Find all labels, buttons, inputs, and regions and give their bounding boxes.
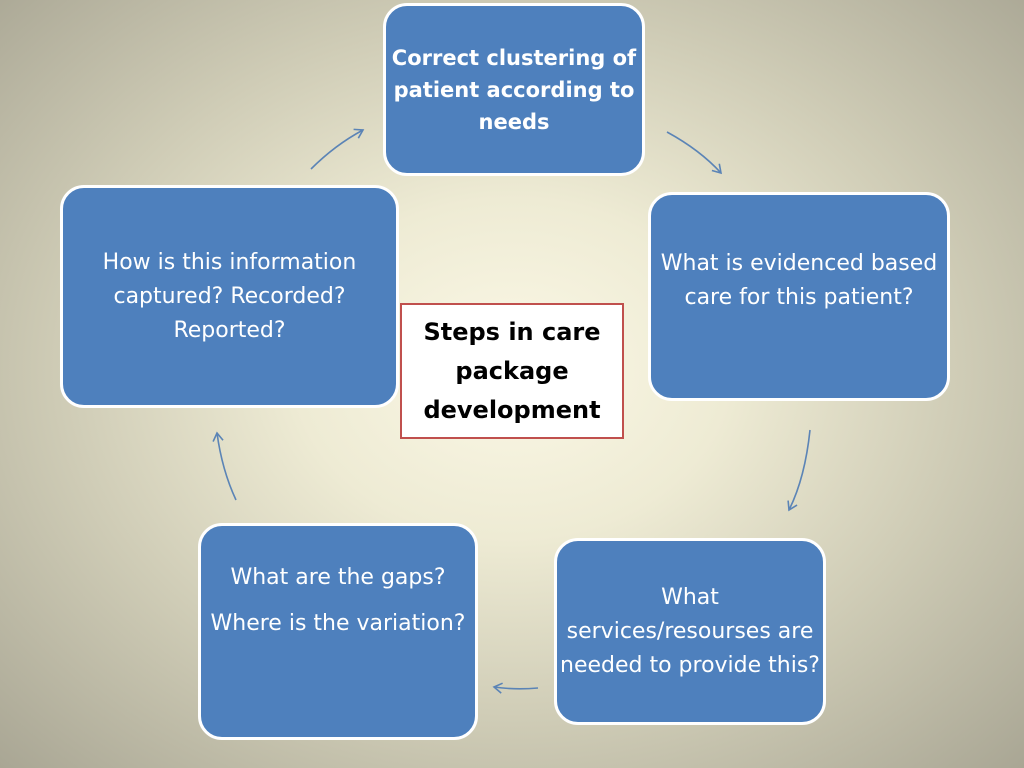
arrow-top-to-right — [666, 131, 723, 175]
step-text: What are the gaps? — [230, 565, 446, 590]
step-information-captured: How is this information captured? Record… — [60, 185, 399, 408]
step-correct-clustering: Correct clustering of patient according … — [383, 3, 645, 176]
center-label: Steps in care package development — [423, 317, 601, 424]
arrow-left-to-top — [310, 128, 365, 170]
arrow-right-to-bottom-right — [787, 429, 811, 512]
arrow-bottom-left-to-left — [212, 431, 237, 501]
step-text: Correct clustering of patient according … — [391, 45, 637, 134]
step-text: What is evidenced based care for this pa… — [660, 251, 938, 310]
step-text: Where is the variation? — [210, 611, 466, 636]
step-services-needed: What services/resourses are needed to pr… — [554, 538, 826, 725]
center-title: Steps in care package development — [400, 303, 624, 439]
step-text: How is this information captured? Record… — [102, 250, 357, 343]
step-text: What services/resourses are needed to pr… — [560, 584, 820, 678]
arrow-bottom-right-to-bottom-left — [492, 682, 539, 694]
step-evidence-based-care: What is evidenced based care for this pa… — [648, 192, 950, 401]
step-gaps-variation: What are the gaps? Where is the variatio… — [198, 523, 478, 740]
